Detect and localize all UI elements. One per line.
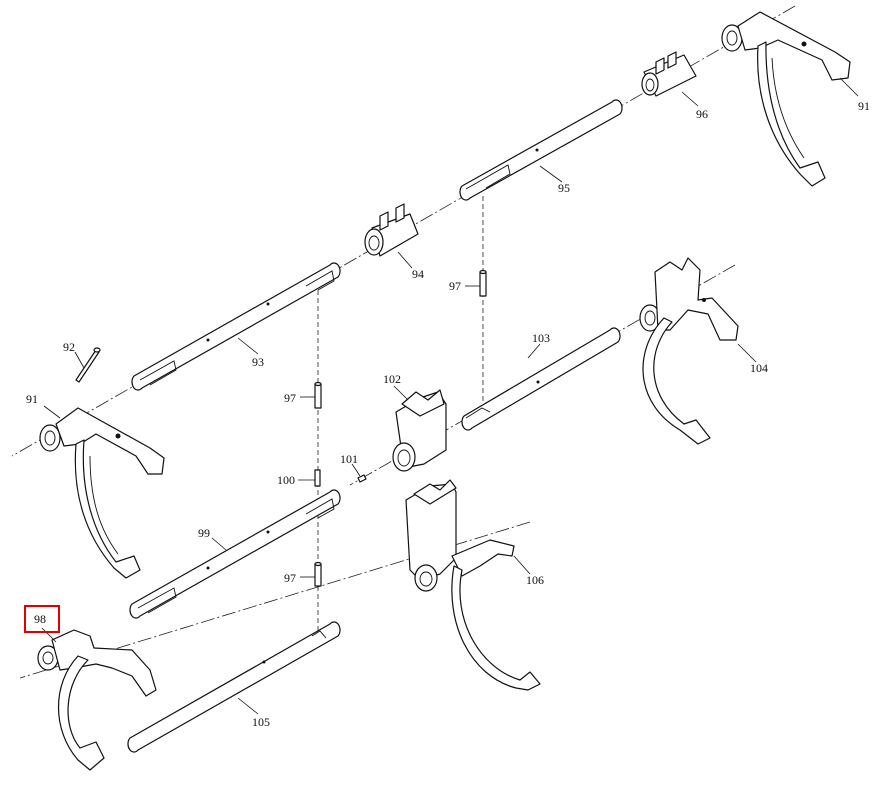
callout-94: 94: [412, 267, 424, 281]
shift-block-94: [364, 203, 419, 257]
callout-105: 105: [252, 715, 270, 729]
shift-rail-95: [459, 99, 623, 201]
locking-pin-97-b: [479, 269, 487, 297]
callout-104: 104: [750, 361, 768, 375]
highlight-box: [24, 605, 60, 633]
shift-fork-91-left: [39, 407, 165, 579]
callout-101: 101: [340, 452, 358, 466]
highlighted-callout-98: 98: [24, 605, 60, 633]
locking-pin-97-c: [314, 561, 322, 587]
shift-rail-99: [129, 489, 341, 619]
shift-block-96: [641, 51, 697, 97]
callout-102: 102: [383, 372, 401, 386]
callout-96: 96: [696, 107, 708, 121]
shift-rail-93: [131, 262, 341, 391]
locking-pin-97-a: [314, 381, 322, 409]
callout-99: 99: [198, 526, 210, 540]
pin-101: [357, 474, 367, 483]
shift-fork-104: [639, 257, 739, 445]
shift-rail-103: [461, 327, 621, 431]
callout-103: 103: [532, 331, 550, 345]
pin-100: [314, 469, 321, 487]
callout-91-top: 91: [858, 99, 870, 113]
callout-100: 100: [277, 473, 295, 487]
shift-fork-91-top: [721, 11, 851, 187]
callout-97-a: 97: [284, 391, 296, 405]
shift-block-102: [392, 389, 447, 472]
shift-fork-98: [37, 629, 157, 771]
axis-lines: [11, 5, 796, 679]
leader-lines: [41, 77, 859, 715]
pin-92: [75, 347, 101, 383]
callout-106: 106: [526, 573, 544, 587]
callout-labels: 91 91 92 93 94 95 96 97 97 97 99 100 101…: [26, 99, 870, 729]
shift-rail-105: [127, 621, 341, 753]
callout-98: 98: [34, 612, 46, 626]
callout-97-b: 97: [449, 279, 461, 293]
callout-91-left: 91: [26, 392, 38, 406]
callout-93: 93: [252, 355, 264, 369]
callout-95: 95: [558, 181, 570, 195]
callout-92: 92: [63, 340, 75, 354]
callout-97-c: 97: [284, 571, 296, 585]
shift-fork-106: [405, 479, 541, 691]
